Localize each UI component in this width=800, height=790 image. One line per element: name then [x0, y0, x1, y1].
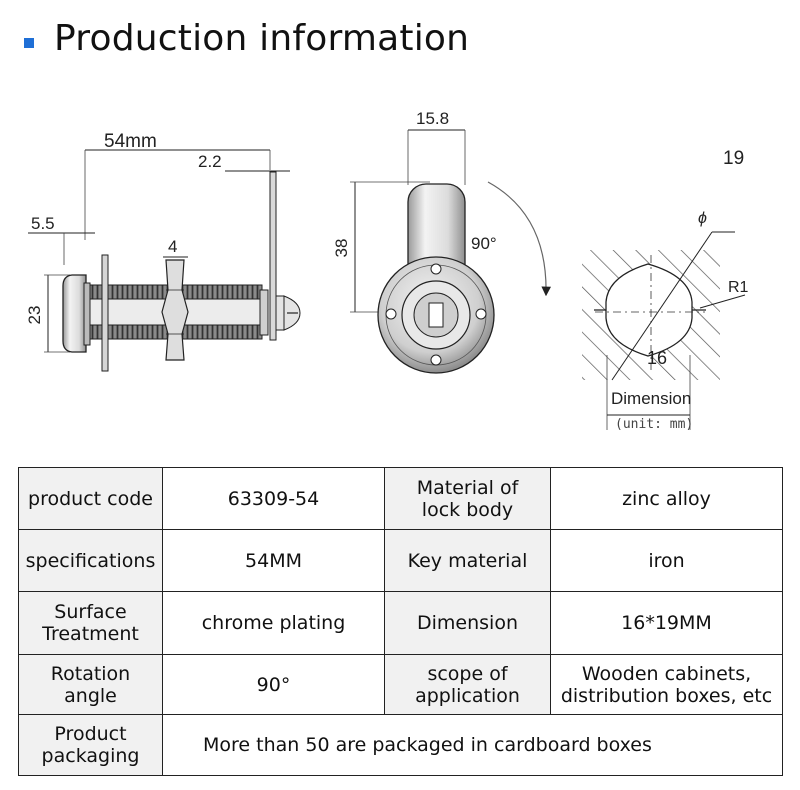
table-label-cell: Dimension	[384, 591, 551, 655]
table-value-cell: Wooden cabinets, distribution boxes, etc	[550, 654, 783, 715]
table-label-cell: Surface Treatment	[18, 591, 163, 655]
dim-front-height-label: 38	[332, 239, 351, 258]
header: Production information	[0, 0, 800, 80]
table-label-cell: scope of application	[384, 654, 551, 715]
dim-width-label: 15.8	[416, 109, 449, 128]
table-value-cell: zinc alloy	[550, 467, 783, 530]
table-value-cell: iron	[550, 529, 783, 592]
table-label-cell: Product packaging	[18, 714, 163, 776]
table-value-cell: chrome plating	[162, 591, 385, 655]
table-label-cell: Material of lock body	[384, 467, 551, 530]
technical-drawing: 54mm 2.2 5.5 4 23	[0, 90, 800, 450]
front-view: 15.8 38 90°	[332, 109, 552, 374]
side-view: 54mm 2.2 5.5 4 23	[25, 131, 301, 372]
table-label-cell: Key material	[384, 529, 551, 592]
title-bullet-icon	[24, 38, 34, 48]
table-value-cell: 90°	[162, 654, 385, 715]
table-value-cell: 16*19MM	[550, 591, 783, 655]
table-value-cell: More than 50 are packaged in cardboard b…	[162, 714, 783, 776]
section-width-label: 16	[647, 348, 667, 368]
phi-label: ϕ	[698, 210, 707, 227]
table-label-cell: specifications	[18, 529, 163, 592]
section-height-label: 19	[723, 148, 744, 169]
section-caption: Dimension	[611, 389, 691, 408]
radius-label: R1	[728, 279, 749, 296]
rotation-angle-label: 90°	[471, 234, 497, 253]
section-unit-caption: (unit: mm)	[615, 417, 693, 432]
dim-nut-label: 4	[168, 237, 177, 256]
dim-length-label: 54mm	[104, 131, 157, 152]
table-label-cell: Rotation angle	[18, 654, 163, 715]
table-value-cell: 63309-54	[162, 467, 385, 530]
page-title: Production information	[54, 18, 470, 59]
dim-height-label: 23	[25, 306, 44, 325]
dim-flange-label: 2.2	[198, 152, 222, 171]
table-value-cell: 54MM	[162, 529, 385, 592]
section-view: ϕ R1 16 19 Dimension (unit: mm)	[582, 148, 749, 432]
dim-head-label: 5.5	[31, 214, 55, 233]
table-label-cell: product code	[18, 467, 163, 530]
